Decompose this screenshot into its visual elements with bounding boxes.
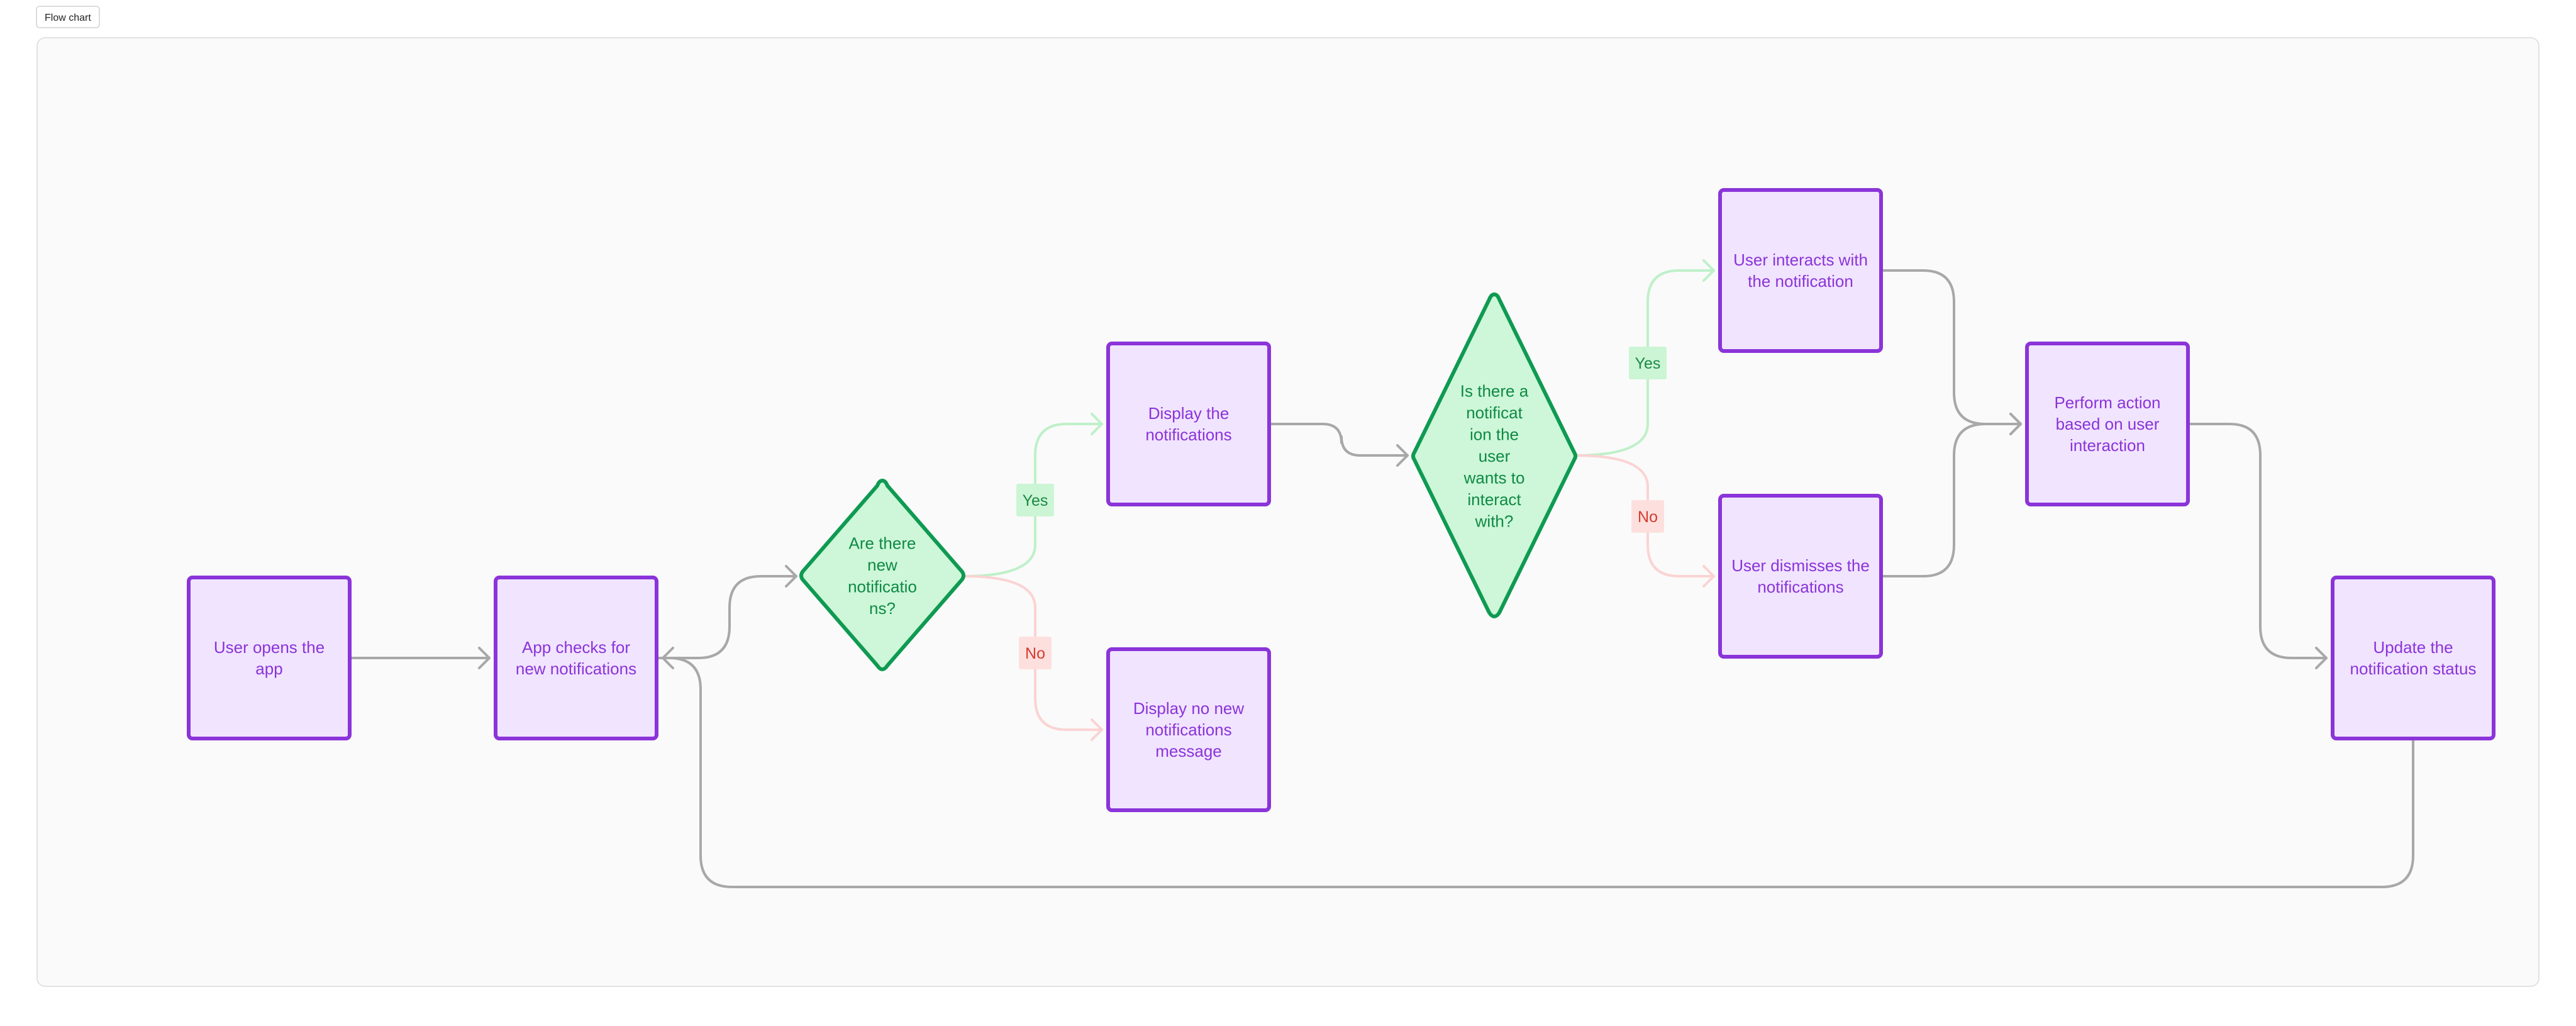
edge-dec2-interact [1574, 269, 1715, 457]
edges-layer [348, 259, 2414, 888]
edge-label-text: Yes [1635, 355, 1661, 372]
flow-chart-tab[interactable]: Flow chart [36, 6, 100, 28]
arrowhead-check-dec1 [785, 565, 797, 588]
badge-background [1631, 500, 1664, 533]
node-label-line: the notification [1748, 272, 1853, 291]
process-node-perform[interactable]: Perform action based on user interaction [2025, 342, 2190, 506]
process-node-open[interactable]: User opens the app [187, 576, 352, 740]
decision-node-dec1[interactable]: Are there new notificatio ns? [799, 479, 965, 671]
edge-display-dec2 [1268, 423, 1409, 457]
arrowhead-dismiss-perform [2009, 413, 2022, 435]
process-shape [1106, 647, 1271, 812]
node-label-line: Are there [849, 533, 916, 552]
edge-label-text: Yes [1023, 492, 1048, 510]
edge-dec1-display [962, 423, 1103, 577]
node-label-line: with? [1475, 512, 1514, 531]
edge-label-text: No [1025, 645, 1045, 662]
node-label-line: wants to [1463, 469, 1525, 488]
decision-node-dec2[interactable]: Is there a notificat ion the user wants to in… [1411, 293, 1577, 618]
edge-check-dec1 [655, 575, 797, 659]
node-label-line: User interacts with [1733, 250, 1868, 269]
node-label-line: message [1155, 742, 1222, 761]
node-label-line: Is there a [1460, 382, 1529, 401]
no-badge-dec1-none: No [1019, 637, 1052, 669]
arrowhead-update-check [662, 647, 674, 669]
process-node-none[interactable]: Display no new notifications message [1106, 647, 1271, 812]
edge-dec1-none [962, 575, 1103, 731]
decision-shape [799, 479, 965, 671]
node-label-line: notification status [2350, 659, 2477, 678]
badge-background [1019, 637, 1052, 669]
node-label-line: based on user [2056, 415, 2160, 433]
process-shape [1106, 342, 1271, 506]
node-label-line: app [255, 659, 282, 678]
arrowhead-open-check [478, 647, 491, 669]
edge-dec2-dismiss [1574, 454, 1715, 577]
process-shape [187, 576, 352, 740]
node-label-line: Display the [1148, 404, 1230, 423]
node-label-line: user [1479, 447, 1511, 466]
process-node-dismiss[interactable]: User dismisses the notifications [1718, 494, 1883, 659]
edge-update-check [662, 657, 2414, 888]
edge-interact-perform [1880, 269, 2022, 425]
node-label-line: Update the [2373, 638, 2453, 657]
node-label-line: User dismisses the [1731, 556, 1870, 575]
process-shape [1718, 188, 1883, 353]
edge-dismiss-perform [1880, 423, 2022, 577]
yes-badge-dec2-interact: Yes [1629, 347, 1667, 379]
edge-perform-update [2187, 423, 2328, 659]
process-node-display[interactable]: Display the notifications [1106, 342, 1271, 506]
no-badge-dec2-dismiss: No [1631, 500, 1664, 533]
node-label-line: User opens the [214, 638, 325, 657]
badge-background [1629, 347, 1667, 379]
arrowhead-dec1-none [1091, 718, 1103, 741]
node-label-line: notifications [1145, 720, 1231, 739]
node-label-line: interact [1467, 490, 1521, 509]
node-label-line: new notifications [516, 659, 636, 678]
process-shape [1718, 494, 1883, 659]
nodes-layer: User opens the app App checks for new notif… [187, 188, 2496, 812]
process-node-interact[interactable]: User interacts with the notification [1718, 188, 1883, 353]
process-shape [494, 576, 658, 740]
decision-shape [1411, 293, 1577, 618]
node-label-line: notificat [1466, 403, 1523, 422]
node-label-line: Display no new [1133, 699, 1245, 718]
process-shape [2331, 576, 2496, 740]
process-node-update[interactable]: Update the notification status [2331, 576, 2496, 740]
node-label-line: notificatio [848, 577, 917, 596]
arrowhead-dec1-display [1091, 413, 1103, 435]
node-label-line: notifications [1145, 425, 1231, 444]
node-label-line: ion the [1470, 425, 1519, 444]
process-node-check[interactable]: App checks for new notifications [494, 576, 658, 740]
node-label-line: interaction [2070, 436, 2145, 455]
process-shape [2025, 342, 2190, 506]
arrowhead-display-dec2 [1396, 444, 1409, 467]
diagram-canvas [36, 37, 2540, 987]
arrowhead-perform-update [2315, 647, 2328, 669]
node-label-line: App checks for [522, 638, 630, 657]
node-label-line: notifications [1757, 577, 1843, 596]
badge-background [1016, 484, 1054, 516]
arrowhead-dec2-dismiss [1702, 565, 1715, 588]
edge-label-text: No [1638, 508, 1658, 526]
node-label-line: new [867, 555, 897, 574]
yes-badge-dec1-display: Yes [1016, 484, 1054, 516]
node-label-line: Perform action [2054, 393, 2160, 412]
arrowhead-dec2-interact [1702, 259, 1715, 282]
node-label-line: ns? [869, 599, 896, 618]
